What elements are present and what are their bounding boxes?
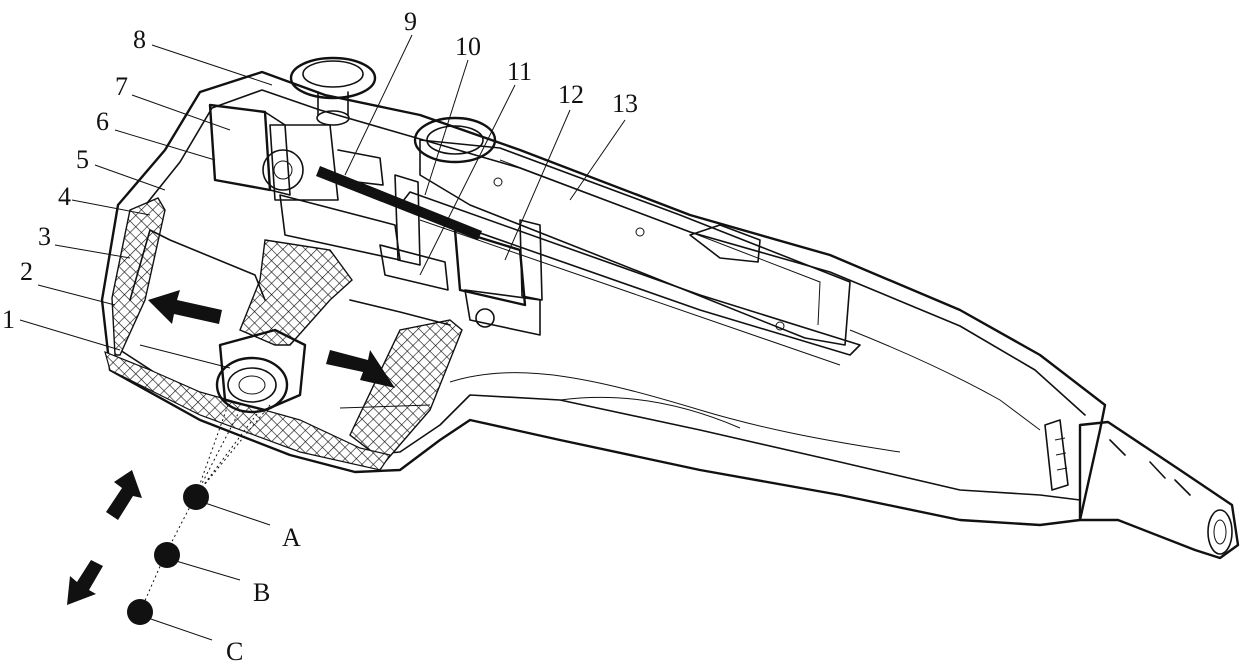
callout-2: 2 <box>20 257 33 286</box>
callout-11: 11 <box>507 57 532 86</box>
wheel-10 <box>415 118 495 162</box>
focal-point-b <box>154 542 180 568</box>
tip-connector <box>1045 420 1238 558</box>
callout-8: 8 <box>133 25 146 54</box>
callout-13: 13 <box>612 89 638 118</box>
callout-12: 12 <box>558 80 584 109</box>
depth-arrows <box>67 470 142 605</box>
callout-6: 6 <box>96 107 109 136</box>
rail <box>400 192 860 365</box>
lead-screw-9 <box>316 166 482 240</box>
callout-5: 5 <box>76 145 89 174</box>
focal-beam <box>140 405 270 612</box>
label-c: C <box>226 637 243 663</box>
label-b: B <box>253 578 270 607</box>
callout-4: 4 <box>58 182 71 211</box>
focal-point-a <box>183 484 209 510</box>
callout-3: 3 <box>38 222 51 251</box>
callout-7: 7 <box>115 72 128 101</box>
callout-1: 1 <box>2 305 15 334</box>
callout-9: 9 <box>404 7 417 36</box>
up-arrow-icon <box>106 470 142 520</box>
label-a: A <box>282 523 301 552</box>
callout-10: 10 <box>455 32 481 61</box>
left-arrow-icon <box>148 290 222 324</box>
focal-point-c <box>127 599 153 625</box>
focal-points <box>127 484 270 640</box>
down-arrow-icon <box>67 560 103 605</box>
adjust-knob-8 <box>291 58 375 125</box>
